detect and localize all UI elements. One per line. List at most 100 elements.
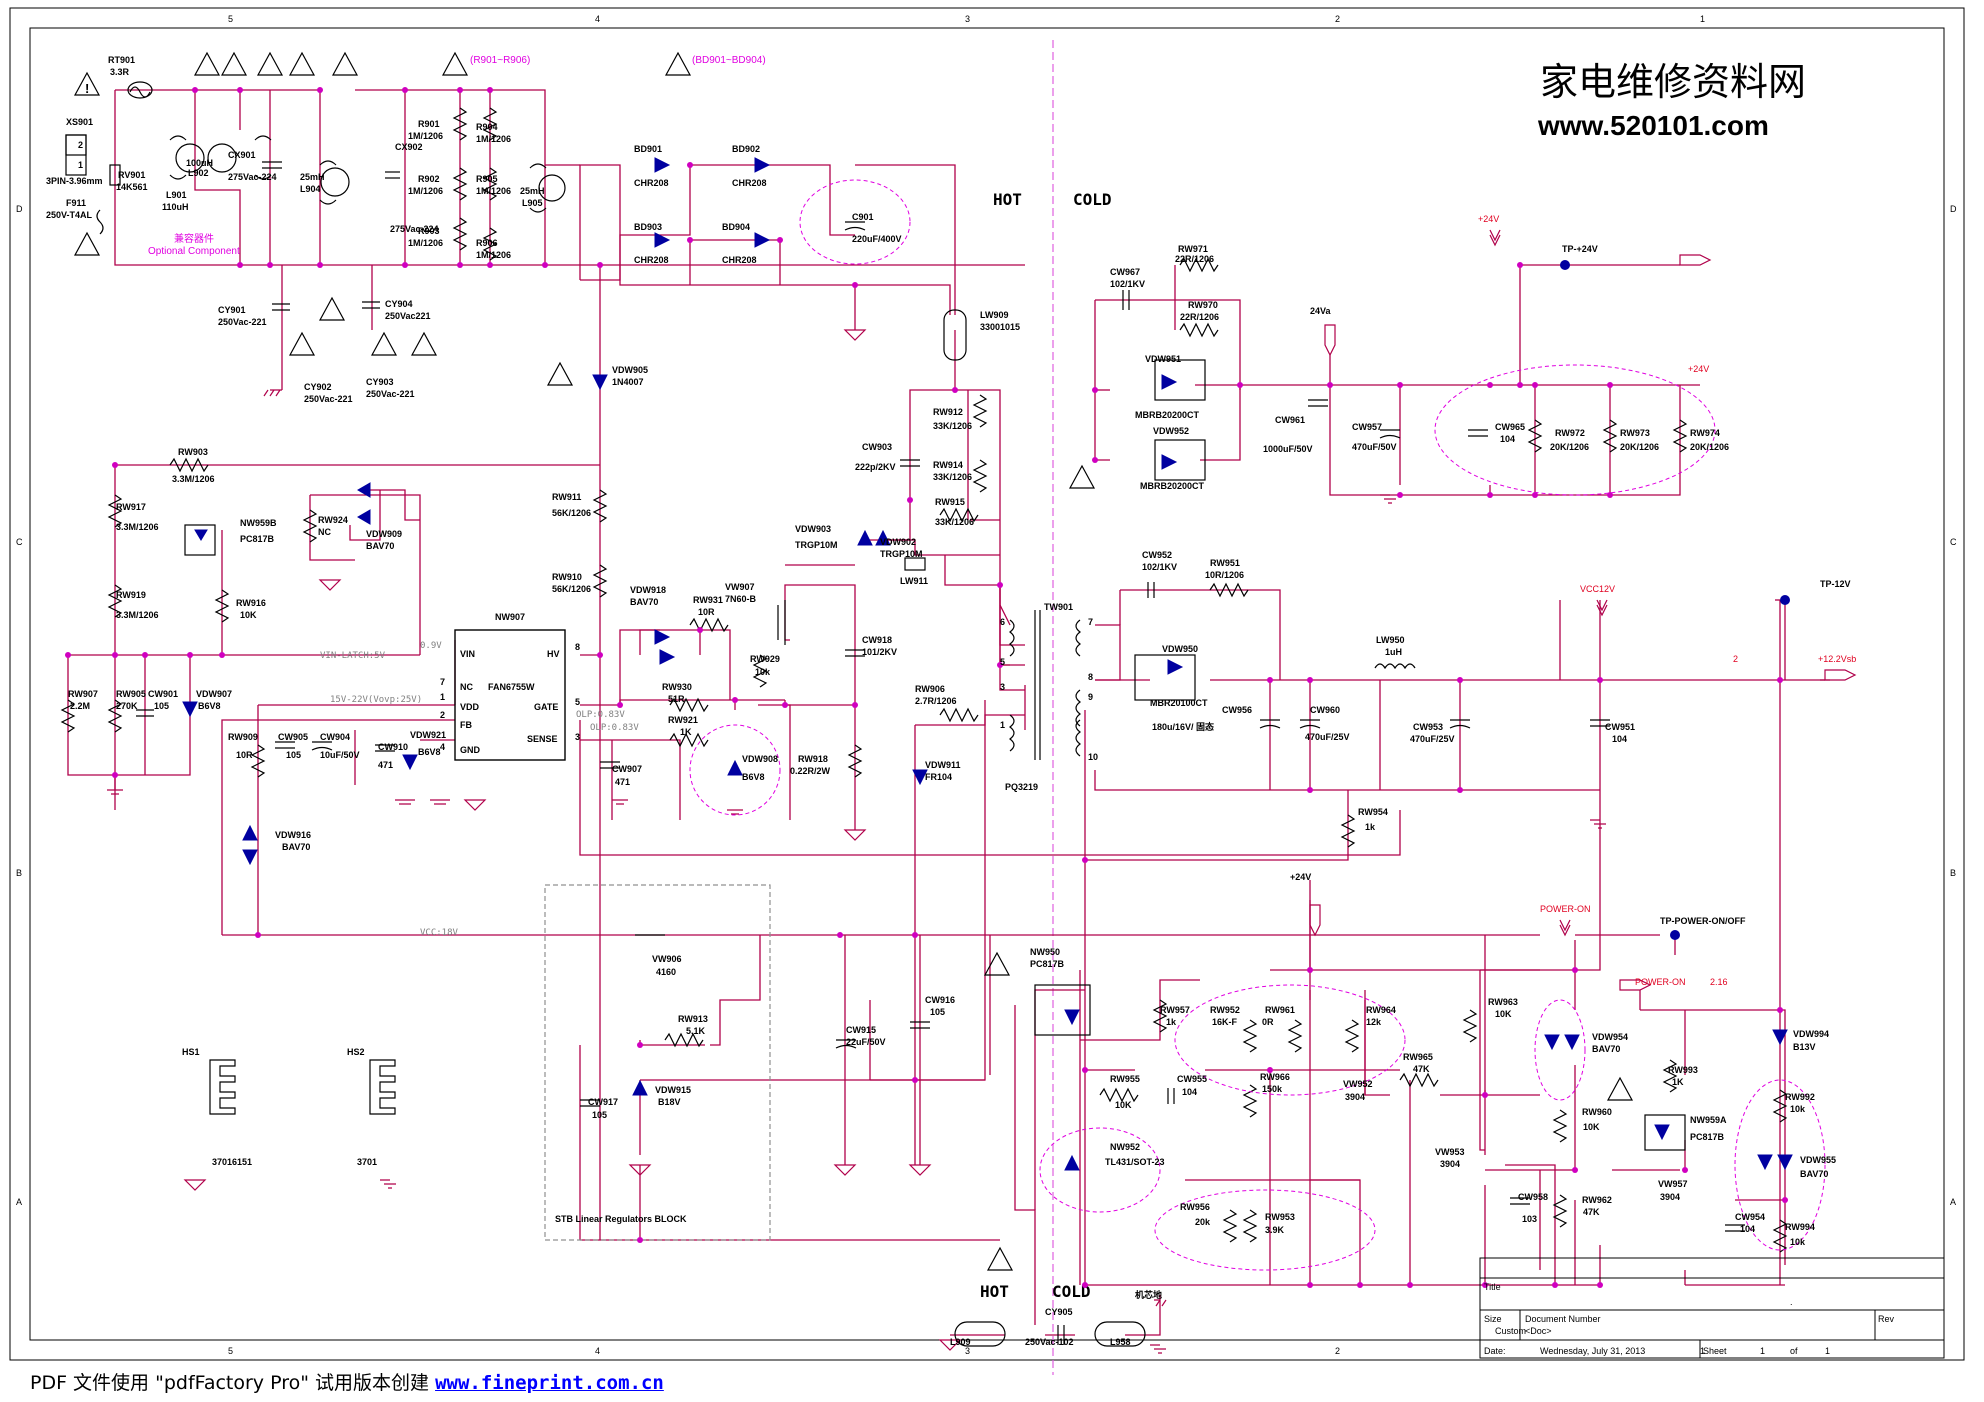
label-rw952v: 16K-F bbox=[1212, 1017, 1238, 1027]
label-rw906v: 2.7R/1206 bbox=[915, 696, 957, 706]
label-nw952: NW952 bbox=[1110, 1142, 1140, 1152]
svg-text:1: 1 bbox=[1700, 14, 1705, 24]
ground-symbols bbox=[107, 329, 1606, 1354]
label-vw952v: 3904 bbox=[1345, 1092, 1365, 1102]
column-markers: 5 4 3 2 1 5 4 3 2 1 bbox=[228, 14, 1705, 1356]
label-vw907: VW907 bbox=[725, 582, 755, 592]
label-p24a: 24Va bbox=[1310, 306, 1332, 316]
label-cw952: CW952 bbox=[1142, 550, 1172, 560]
label-vw953: VW953 bbox=[1435, 1147, 1465, 1157]
label-rw951v: 10R/1206 bbox=[1205, 570, 1244, 580]
label-cy903v: 250Vac-221 bbox=[366, 389, 415, 399]
label-rw966: RW966 bbox=[1260, 1072, 1290, 1082]
label-r905v: 1M/1206 bbox=[476, 186, 511, 196]
label-vdw907v: B6V8 bbox=[198, 701, 221, 711]
label-cw901: CW901 bbox=[148, 689, 178, 699]
label-vdw954: VDW954 bbox=[1592, 1032, 1628, 1042]
label-hs2v: 3701 bbox=[357, 1157, 377, 1167]
label-rw973v: 20K/1206 bbox=[1620, 442, 1659, 452]
label-rw921: RW921 bbox=[668, 715, 698, 725]
label-bd901: BD901 bbox=[634, 144, 662, 154]
label-vdw994: VDW994 bbox=[1793, 1029, 1829, 1039]
label-rw955v: 10K bbox=[1115, 1100, 1132, 1110]
label-xs901v: 3PIN-3.96mm bbox=[46, 176, 103, 186]
label-cy905v: 250Vac-102 bbox=[1025, 1337, 1074, 1347]
label-n2: 2 bbox=[1733, 654, 1738, 664]
label-cw965: CW965 bbox=[1495, 422, 1525, 432]
tp-power-on-icon[interactable] bbox=[1670, 930, 1680, 940]
label-vdw955v: BAV70 bbox=[1800, 1169, 1828, 1179]
label-rw974: RW974 bbox=[1690, 428, 1720, 438]
label-vdw952: VDW952 bbox=[1153, 426, 1189, 436]
label-rw906: RW906 bbox=[915, 684, 945, 694]
label-vdw907: VDW907 bbox=[196, 689, 232, 699]
svg-text:B: B bbox=[1950, 868, 1956, 878]
label-l902v: 100uH bbox=[186, 158, 213, 168]
svg-text:2: 2 bbox=[1335, 14, 1340, 24]
label-r903v: 1M/1206 bbox=[408, 238, 443, 248]
label-rw903v: 3.3M/1206 bbox=[172, 474, 215, 484]
label-cw961v: 1000uF/50V bbox=[1263, 444, 1313, 454]
label-rw963v: 10K bbox=[1495, 1009, 1512, 1019]
label-lw909v: 33001015 bbox=[980, 322, 1020, 332]
label-rw930v: 51R bbox=[668, 694, 685, 704]
wiring bbox=[67, 89, 1830, 1336]
label-vdw951: VDW951 bbox=[1145, 354, 1181, 364]
label-bd904v: CHR208 bbox=[722, 255, 757, 265]
label-rw917: RW917 bbox=[116, 502, 146, 512]
label-cx902v: 275Vac-224 bbox=[390, 224, 439, 234]
label-hs1: HS1 bbox=[182, 1047, 200, 1057]
label-p8: 8 bbox=[575, 642, 580, 652]
label-rw974v: 20K/1206 bbox=[1690, 442, 1729, 452]
label-nw959av: PC817B bbox=[1690, 1132, 1725, 1142]
sheet-border bbox=[9, 7, 1965, 1361]
label-rw971: RW971 bbox=[1178, 244, 1208, 254]
label-cy904v: 250Vac221 bbox=[385, 311, 431, 321]
label-rw912v: 33K/1206 bbox=[933, 421, 972, 431]
label-bd902: BD902 bbox=[732, 144, 760, 154]
svg-text:of: of bbox=[1790, 1346, 1798, 1356]
label-rw954v: 1k bbox=[1365, 822, 1376, 832]
components bbox=[60, 81, 1788, 1347]
label-rw992v: 10k bbox=[1790, 1104, 1806, 1114]
label-cw952v: 102/1KV bbox=[1142, 562, 1177, 572]
label-c901: C901 bbox=[852, 212, 874, 222]
footer-text: PDF 文件使用 "pdfFactory Pro" 试用版本创建 bbox=[30, 1372, 436, 1394]
label-vcc12: VCC12V bbox=[1580, 584, 1615, 594]
label-rw929v: 10k bbox=[755, 667, 771, 677]
label-r902v: 1M/1206 bbox=[408, 186, 443, 196]
hot-label-bottom: HOT bbox=[980, 1282, 1009, 1301]
label-rw973: RW973 bbox=[1620, 428, 1650, 438]
label-rw953: RW953 bbox=[1265, 1212, 1295, 1222]
svg-text:!: ! bbox=[85, 81, 89, 96]
label-sense: SENSE bbox=[527, 734, 558, 744]
label-vdw921v: B6V8 bbox=[418, 747, 441, 757]
label-cw903: CW903 bbox=[862, 442, 892, 452]
svg-text:1: 1 bbox=[1760, 1346, 1765, 1356]
label-rw965: RW965 bbox=[1403, 1052, 1433, 1062]
label-vw957v: 3904 bbox=[1660, 1192, 1680, 1202]
label-vdw916: VDW916 bbox=[275, 830, 311, 840]
label-rv901: RV901 bbox=[118, 170, 145, 180]
tp-12v-icon[interactable] bbox=[1780, 595, 1790, 605]
label-lw909: LW909 bbox=[980, 310, 1009, 320]
label-t8: 8 bbox=[1088, 672, 1093, 682]
tp-24v-icon[interactable] bbox=[1560, 260, 1570, 270]
footer-link[interactable]: www.fineprint.com.cn bbox=[435, 1372, 664, 1394]
label-olp1: OLP:0.83V bbox=[576, 710, 625, 720]
label-nw950v: PC817B bbox=[1030, 959, 1065, 969]
label-pon2: POWER-ON bbox=[1635, 977, 1686, 987]
label-vdw905: VDW905 bbox=[612, 365, 648, 375]
highlight-ellipses bbox=[689, 179, 1826, 1271]
label-vdw902: VDW902 bbox=[880, 537, 916, 547]
label-rw965v: 47K bbox=[1413, 1064, 1430, 1074]
label-cy905: CY905 bbox=[1045, 1307, 1073, 1317]
label-cx901v: 275Vac-224 bbox=[228, 172, 277, 182]
label-r903: R903 bbox=[418, 226, 440, 236]
svg-text:Rev: Rev bbox=[1878, 1314, 1895, 1324]
svg-text:5: 5 bbox=[228, 1346, 233, 1356]
svg-text:Custom: Custom bbox=[1495, 1326, 1526, 1336]
label-vdw911v: FR104 bbox=[925, 772, 952, 782]
label-cw910: CW910 bbox=[378, 742, 408, 752]
